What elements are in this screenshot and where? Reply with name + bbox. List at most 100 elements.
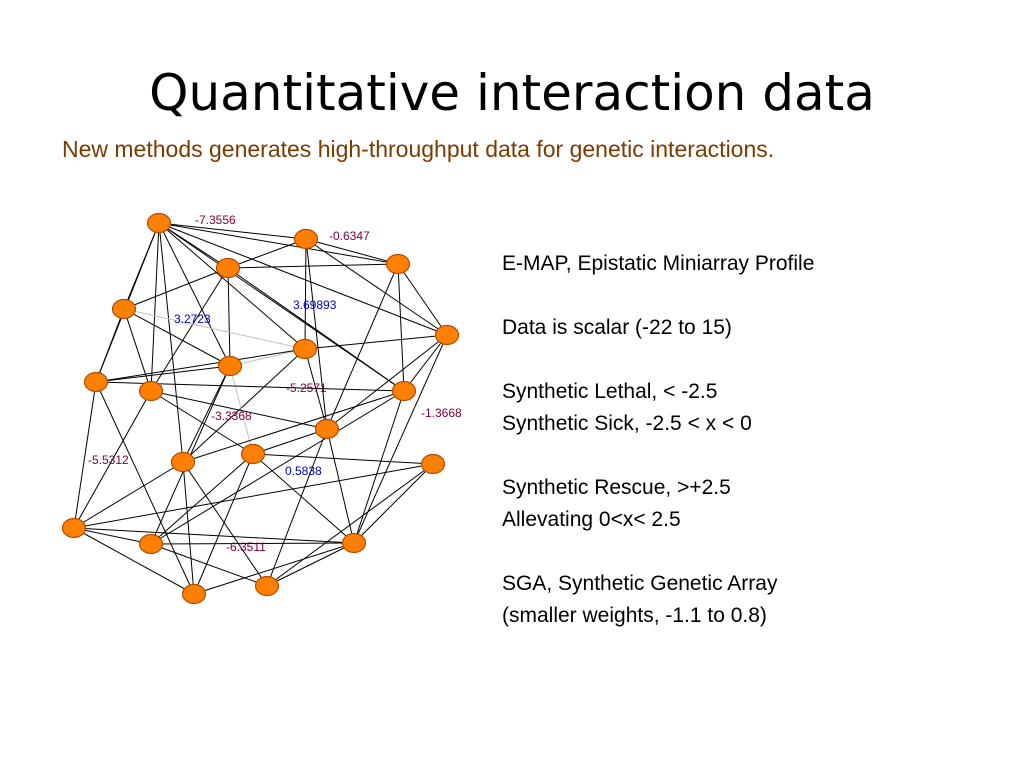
- network-edge: [158, 222, 448, 336]
- network-edge: [353, 463, 434, 544]
- notes-line: E-MAP, Epistatic Miniarray Profile: [502, 252, 815, 275]
- network-node: [61, 517, 87, 539]
- notes-line: Allevating 0<x< 2.5: [502, 508, 681, 531]
- network-edge: [305, 238, 448, 336]
- interaction-network-diagram: -7.3556 -0.6347 3.69893 3.2723 -5.2571 -1.366…: [61, 212, 462, 605]
- edge-weight-label: -5.2571: [286, 381, 327, 395]
- network-edge: [150, 390, 328, 430]
- edge-weight-label: 3.69893: [293, 298, 337, 312]
- network-edge: [73, 527, 195, 595]
- network-node: [240, 443, 266, 465]
- network-edge: [304, 334, 448, 350]
- network-edge: [150, 453, 254, 545]
- edge-weight-label: -7.3556: [195, 213, 236, 227]
- network-edge: [73, 390, 152, 529]
- network-node: [181, 583, 207, 605]
- network-edge: [326, 334, 448, 430]
- notes-gap: [502, 344, 1002, 376]
- network-edge: [123, 308, 231, 367]
- network-edge: [158, 222, 399, 265]
- network-nodes: [61, 212, 460, 605]
- network-edge: [353, 390, 405, 544]
- network-edge: [227, 263, 399, 269]
- network-edge: [158, 222, 231, 367]
- network-edge: [266, 428, 328, 587]
- edge-weight-label: -0.6347: [329, 229, 370, 243]
- network-node: [420, 453, 446, 475]
- network-edge: [158, 222, 307, 240]
- network-edge: [252, 428, 328, 455]
- edge-weight-labels: -7.3556 -0.6347 3.69893 3.2723 -5.2571 -1.366…: [88, 213, 462, 554]
- network-edge: [353, 334, 448, 544]
- network-edge: [305, 238, 399, 265]
- notes-line: (smaller weights, -1.1 to 0.8): [502, 604, 767, 627]
- network-edge: [150, 543, 268, 587]
- network-edge: [182, 390, 405, 463]
- network-edge: [182, 348, 306, 463]
- network-node: [170, 451, 196, 473]
- edge-weight-label: -3.3368: [211, 409, 252, 423]
- network-edge: [123, 308, 306, 350]
- network-edge: [229, 348, 306, 367]
- slide-subtitle: New methods generates high-throughput da…: [62, 136, 775, 162]
- network-edge: [252, 453, 355, 544]
- network-node: [254, 575, 280, 597]
- network-edge: [150, 390, 405, 545]
- network-edge: [158, 222, 306, 350]
- edge-weight-label: -1.3668: [421, 406, 462, 420]
- network-node: [293, 228, 319, 250]
- network-edge: [182, 461, 268, 587]
- network-edge: [227, 238, 307, 269]
- network-edge: [304, 348, 328, 430]
- network-edge: [73, 381, 97, 529]
- network-node: [391, 380, 417, 402]
- notes-line: SGA, Synthetic Genetic Array: [502, 572, 778, 595]
- network-edge: [397, 263, 405, 392]
- notes-line: Synthetic Lethal, < -2.5: [502, 380, 718, 403]
- network-edge: [150, 267, 229, 392]
- network-edge: [266, 463, 434, 587]
- network-node: [314, 418, 340, 440]
- slide-title: Quantitative interaction data: [149, 64, 875, 122]
- network-node: [146, 212, 172, 234]
- network-node: [111, 298, 137, 320]
- edge-weight-label: 3.2723: [174, 312, 211, 326]
- network-edge: [73, 461, 184, 529]
- network-edge: [150, 542, 355, 545]
- network-edge: [326, 263, 399, 430]
- edge-weight-label: -6.3511: [226, 540, 266, 554]
- network-edge: [95, 365, 231, 383]
- network-edge: [266, 542, 355, 587]
- network-edge: [123, 308, 152, 392]
- network-node: [292, 338, 318, 360]
- network-edge: [403, 334, 448, 392]
- network-edge: [193, 542, 355, 595]
- network-node: [434, 324, 460, 346]
- network-edges: [73, 222, 448, 595]
- notes-gap: [502, 440, 1002, 472]
- network-edge: [73, 527, 355, 544]
- network-edge: [150, 390, 254, 455]
- notes-gap: [502, 280, 1002, 312]
- network-edge: [95, 381, 195, 595]
- notes-line: Synthetic Sick, -2.5 < x < 0: [502, 412, 752, 435]
- network-edge: [305, 238, 328, 430]
- network-edge: [229, 365, 254, 455]
- network-edge: [158, 222, 184, 463]
- notes-line: Synthetic Rescue, >+2.5: [502, 476, 731, 499]
- network-node: [341, 532, 367, 554]
- network-edge: [182, 461, 195, 595]
- network-node: [138, 533, 164, 555]
- network-edge: [227, 267, 405, 392]
- network-node: [385, 253, 411, 275]
- network-edge: [252, 453, 434, 465]
- network-edge: [326, 428, 355, 544]
- network-edge: [182, 365, 231, 463]
- network-node: [215, 257, 241, 279]
- network-edge: [73, 463, 434, 529]
- network-edge: [123, 267, 229, 310]
- network-edge: [193, 453, 254, 595]
- network-node: [83, 371, 109, 393]
- notes-gap: [502, 536, 1002, 568]
